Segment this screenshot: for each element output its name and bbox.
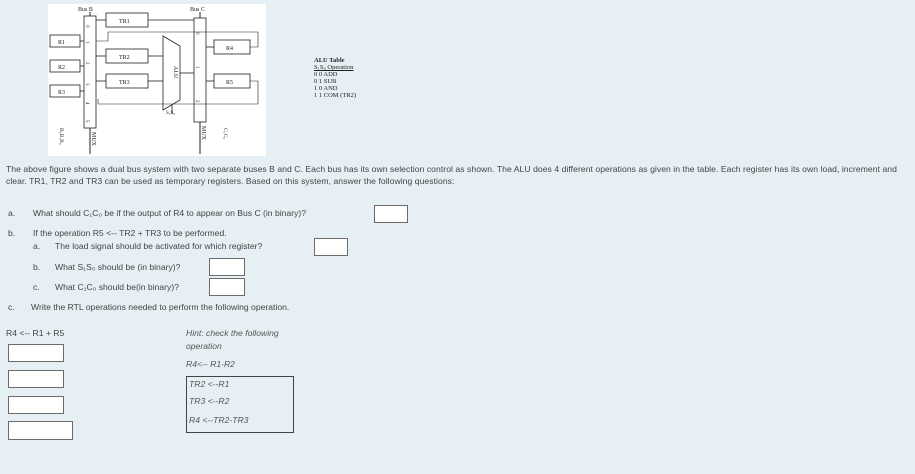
question-b-text: If the operation R5 <-- TR2 + TR3 to be … — [33, 228, 227, 238]
question-a-answer-field[interactable] — [374, 205, 408, 223]
rtl-answer-field-1[interactable] — [8, 344, 64, 362]
r1-label: R1 — [58, 40, 65, 46]
question-b-a-text: The load signal should be activated for … — [55, 241, 263, 251]
rtl-operation: R4 <-- R1 + R5 — [6, 328, 65, 338]
question-b-c-answer-field[interactable] — [209, 278, 245, 296]
mux-input-4: 4 — [84, 102, 89, 105]
s-select-label: S₁S₀ — [166, 111, 175, 116]
alu-table-row: 0 0 ADD — [314, 71, 338, 78]
alu-table-row: 1 1 COM (TR2) — [314, 92, 357, 99]
hint-line-3: R4<-- R1-R2 — [186, 359, 235, 369]
rtl-answer-field-2[interactable] — [8, 370, 64, 388]
tr3-label: TR3 — [119, 80, 130, 86]
mux-right-label: MUX — [200, 126, 206, 141]
alu-table-header: S₁S₀ Operation — [314, 64, 354, 71]
hint-step: TR3 <--R2 — [189, 396, 230, 406]
question-a-text: What should C₁C₀ be if the output of R4 … — [33, 208, 307, 218]
alu-label: ALU — [172, 66, 178, 79]
hint-steps-box: TR2 <--R1 TR3 <--R2 R4 <--TR2-TR3 — [186, 376, 294, 433]
c-select-label: C₁C₀ — [222, 128, 228, 139]
question-c-text: Write the RTL operations needed to perfo… — [31, 302, 290, 312]
question-b-c-label: c. — [33, 282, 40, 292]
question-b-b-label: b. — [33, 262, 41, 272]
r2-label: R2 — [58, 65, 65, 71]
mux-input-0: 0 — [84, 25, 89, 28]
bus-c-label: Bus C — [190, 7, 205, 13]
question-b-b-answer-field[interactable] — [209, 258, 245, 276]
question-b-a-label: a. — [33, 241, 41, 251]
alu-table: ALU Table S₁S₀ Operation 0 0 ADD 0 1 SUB… — [314, 57, 356, 99]
hint-step: R4 <--TR2-TR3 — [189, 415, 249, 425]
b-select-label: B₂B₁B₀ — [58, 128, 64, 145]
mux-input-1: 1 — [84, 41, 89, 44]
rtl-answer-field-4[interactable] — [8, 421, 73, 440]
r4-label: R4 — [226, 46, 233, 52]
bus-b-label: Bus B — [78, 7, 93, 13]
hint-step: TR2 <--R1 — [189, 379, 230, 389]
problem-description: The above figure shows a dual bus system… — [6, 164, 897, 186]
mux-c-input-1: 1 — [194, 66, 199, 69]
hint-line-1: Hint: check the following — [186, 328, 279, 338]
mux-c-input-2: 2 — [194, 100, 199, 103]
mux-left-label: MUX — [90, 132, 96, 147]
alu-table-row: 1 0 AND — [314, 85, 338, 92]
r3-label: R3 — [58, 90, 65, 96]
hint-line-2: operation — [186, 341, 222, 351]
alu-table-title: ALU Table — [314, 57, 345, 64]
alu-table-row: 0 1 SUB — [314, 78, 337, 85]
question-b-a-answer-field[interactable] — [314, 238, 348, 256]
tr2-label: TR2 — [119, 55, 130, 61]
circuit-diagram: Bus B Bus C TR1 TR2 TR3 R1 R2 R3 R4 R5 A… — [48, 4, 266, 156]
mux-input-5: 5 — [84, 120, 89, 123]
mux-input-3: 3 — [84, 83, 89, 86]
rtl-answer-field-3[interactable] — [8, 396, 64, 414]
circuit-diagram-svg: Bus B Bus C TR1 TR2 TR3 R1 R2 R3 R4 R5 A… — [49, 7, 259, 154]
question-b-b-text: What S₁S₀ should be (in binary)? — [55, 262, 181, 272]
mux-input-2: 2 — [84, 62, 89, 65]
tr1-label: TR1 — [119, 19, 130, 25]
question-a-label: a. — [8, 208, 16, 218]
r5-label: R5 — [226, 80, 233, 86]
question-b-c-text: What C₁C₀ should be(in binary)? — [55, 282, 179, 292]
question-c-label: c. — [8, 302, 15, 312]
question-b-label: b. — [8, 228, 16, 238]
mux-c-input-0: 0 — [194, 32, 199, 35]
